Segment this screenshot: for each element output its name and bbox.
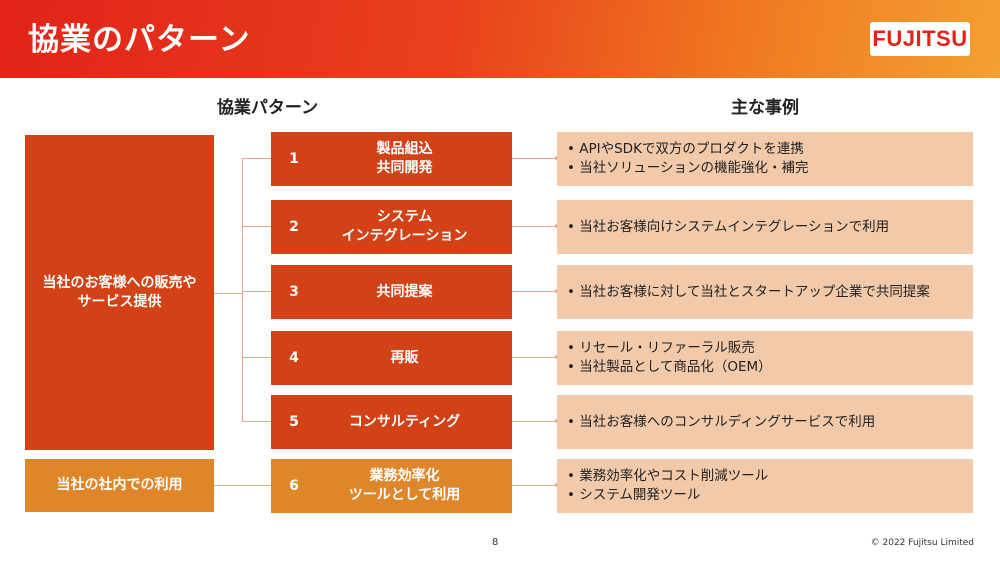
connector-line: [242, 421, 271, 422]
pattern-number: 5: [289, 414, 299, 430]
connector-line: [512, 421, 557, 422]
example-box-2: • 当社お客様向けシステムインテグレーションで利用: [557, 200, 973, 254]
example-box-5: • 当社お客様へのコンサルディングサービスで利用: [557, 395, 973, 449]
connector-line: [214, 485, 271, 486]
pattern-box-6: 6 業務効率化 ツールとして利用: [271, 459, 512, 513]
pattern-box-2: 2 システム インテグレーション: [271, 200, 512, 254]
example-item: • 当社ソリューションの機能強化・補完: [567, 160, 809, 176]
example-box-4: • リセール・リファーラル販売 • 当社製品として商品化（OEM）: [557, 331, 973, 385]
connector-line: [242, 158, 243, 422]
pattern-box-1: 1 製品組込 共同開発: [271, 132, 512, 186]
fujitsu-logo: FUJITSU: [870, 22, 970, 56]
example-box-1: • APIやSDKで双方のプロダクトを連携 • 当社ソリューションの機能強化・補…: [557, 132, 973, 186]
pattern-box-5: 5 コンサルティング: [271, 395, 512, 449]
pattern-box-4: 4 再販: [271, 331, 512, 385]
connector-line: [512, 291, 557, 292]
patterns-column-heading: 協業パターン: [216, 98, 319, 118]
examples-column-heading: 主な事例: [731, 98, 799, 118]
connector-line: [242, 158, 271, 159]
connector-line: [512, 357, 557, 358]
category-customer-sales: 当社のお客様への販売やサービス提供: [25, 135, 214, 450]
example-item: • リセール・リファーラル販売: [567, 340, 755, 356]
connector-line: [512, 158, 557, 159]
page-number: 8: [492, 537, 499, 548]
connector-line: [512, 226, 557, 227]
connector-line: [242, 357, 271, 358]
connector-line: [242, 226, 271, 227]
pattern-number: 2: [289, 219, 299, 235]
example-item: • 当社お客様向けシステムインテグレーションで利用: [567, 218, 890, 235]
page-title: 協業のパターン: [28, 22, 251, 58]
example-item: • 業務効率化やコスト削減ツール: [567, 468, 769, 484]
example-box-3: • 当社お客様に対して当社とスタートアップ企業で共同提案: [557, 265, 973, 319]
connector-line: [512, 485, 557, 486]
connector-line: [214, 293, 242, 294]
pattern-name: 業務効率化 ツールとして利用: [348, 468, 461, 503]
example-item: • 当社お客様に対して当社とスタートアップ企業で共同提案: [567, 283, 930, 300]
pattern-box-3: 3 共同提案: [271, 265, 512, 319]
example-item: • APIやSDKで双方のプロダクトを連携: [567, 141, 804, 157]
example-item: • 当社製品として商品化（OEM）: [567, 359, 772, 375]
pattern-name: システム インテグレーション: [341, 209, 468, 244]
pattern-number: 4: [289, 350, 299, 366]
pattern-number: 6: [289, 478, 299, 494]
header-bar: 協業のパターン FUJITSU: [0, 0, 1000, 78]
pattern-number: 3: [289, 284, 299, 300]
copyright-text: © 2022 Fujitsu Limited: [870, 538, 974, 548]
category-internal-use: 当社の社内での利用: [25, 459, 214, 512]
pattern-name: 製品組込 共同開発: [376, 141, 433, 176]
pattern-name: コンサルティング: [348, 413, 461, 430]
example-item: • システム開発ツール: [567, 487, 701, 503]
pattern-number: 1: [289, 151, 299, 167]
example-box-6: • 業務効率化やコスト削減ツール • システム開発ツール: [557, 459, 973, 513]
connector-line: [242, 291, 271, 292]
example-item: • 当社お客様へのコンサルディングサービスで利用: [567, 413, 876, 430]
pattern-name: 再販: [390, 349, 419, 366]
pattern-name: 共同提案: [376, 283, 433, 300]
